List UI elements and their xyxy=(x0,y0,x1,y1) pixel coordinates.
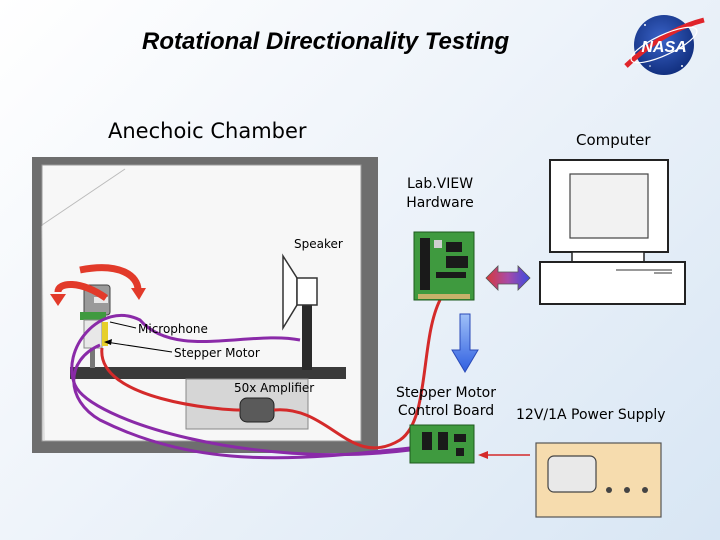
labview-hardware-label: Lab.VIEW Hardware xyxy=(406,176,474,211)
microphone-label: Microphone xyxy=(138,322,208,336)
stepper-motor-control-board xyxy=(409,424,475,464)
computer xyxy=(539,159,686,305)
down-arrow-to-control-board xyxy=(451,313,479,373)
double-arrow-labview-computer xyxy=(485,265,531,291)
speaker-cable xyxy=(70,313,411,457)
stepper-motor-pointer xyxy=(105,341,173,353)
mic-to-amp-cable xyxy=(100,347,241,412)
control-board-label: Stepper Motor Control Board xyxy=(395,385,497,419)
page-title: Rotational Directionality Testing xyxy=(142,28,510,55)
nasa-logo: NASA xyxy=(624,15,705,75)
microphone-pointer xyxy=(109,321,137,329)
power-supply xyxy=(535,442,662,518)
computer-label: Computer xyxy=(576,131,651,149)
rotation-arrows xyxy=(50,264,146,306)
amplifier xyxy=(239,397,275,423)
amp-to-labview-cable xyxy=(273,299,442,450)
stepper-motor-label: Stepper Motor xyxy=(174,346,260,360)
speaker xyxy=(282,253,318,331)
motor-cable xyxy=(72,343,411,460)
nasa-logo-text: NASA xyxy=(641,39,686,56)
arrow-power-to-control-board xyxy=(478,451,530,459)
labview-hardware-board xyxy=(413,231,475,301)
anechoic-chamber-label: Anechoic Chamber xyxy=(108,119,307,143)
speaker-label: Speaker xyxy=(294,237,343,251)
amplifier-label: 50x Amplifier xyxy=(234,381,315,395)
power-supply-label: 12V/1A Power Supply xyxy=(516,407,666,423)
